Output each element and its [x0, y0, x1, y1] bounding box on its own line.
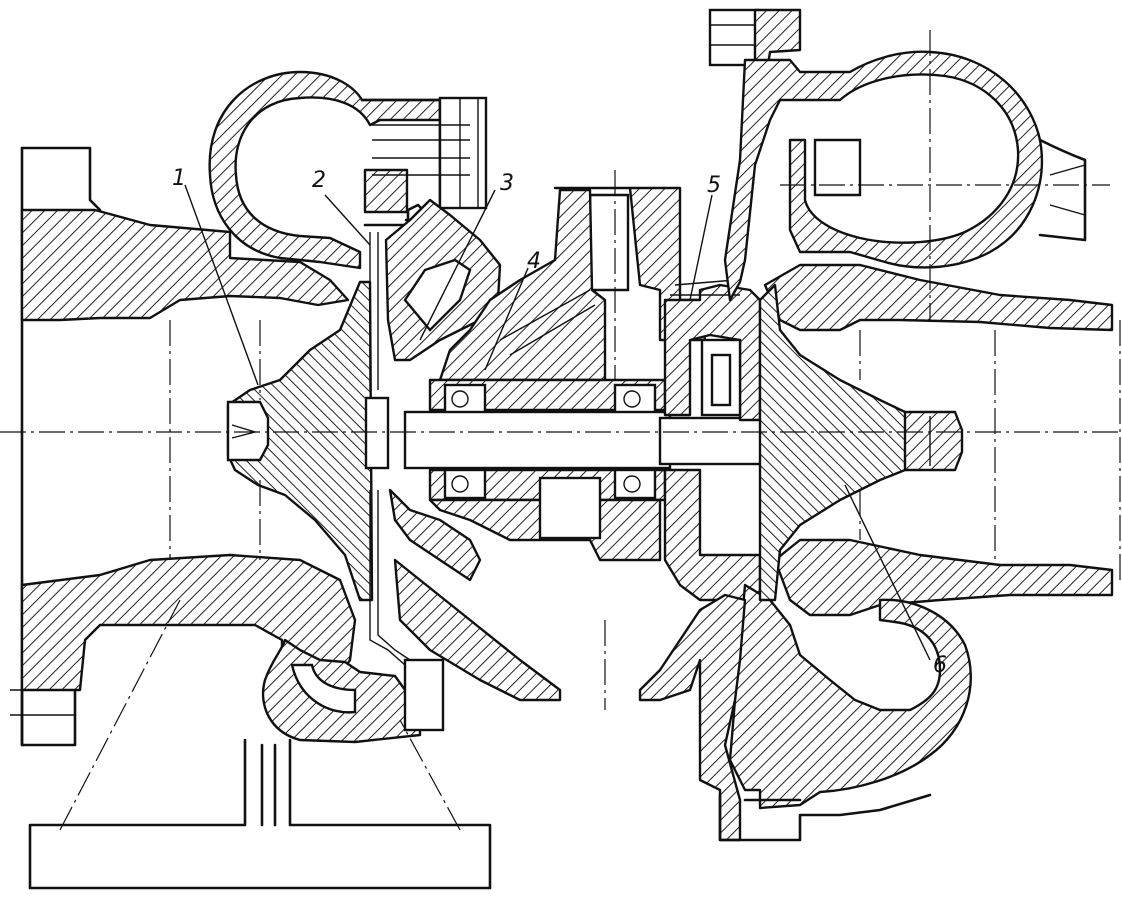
mounting-base: [28, 599, 492, 890]
callout-2: 2: [312, 168, 326, 193]
turbine-housing: [10, 70, 488, 747]
seal-assembly: [663, 279, 762, 602]
compressor-housing: [638, 8, 1114, 842]
callout-4: 4: [527, 249, 541, 274]
centre-lines: [0, 30, 1122, 710]
left-impeller: [226, 280, 390, 602]
callout-6: 6: [933, 653, 947, 678]
callout-1: 1: [172, 166, 186, 191]
callout-3: 3: [500, 171, 514, 196]
right-impeller: [758, 283, 907, 602]
leader-lines: [184, 184, 931, 661]
callout-5: 5: [707, 173, 721, 198]
